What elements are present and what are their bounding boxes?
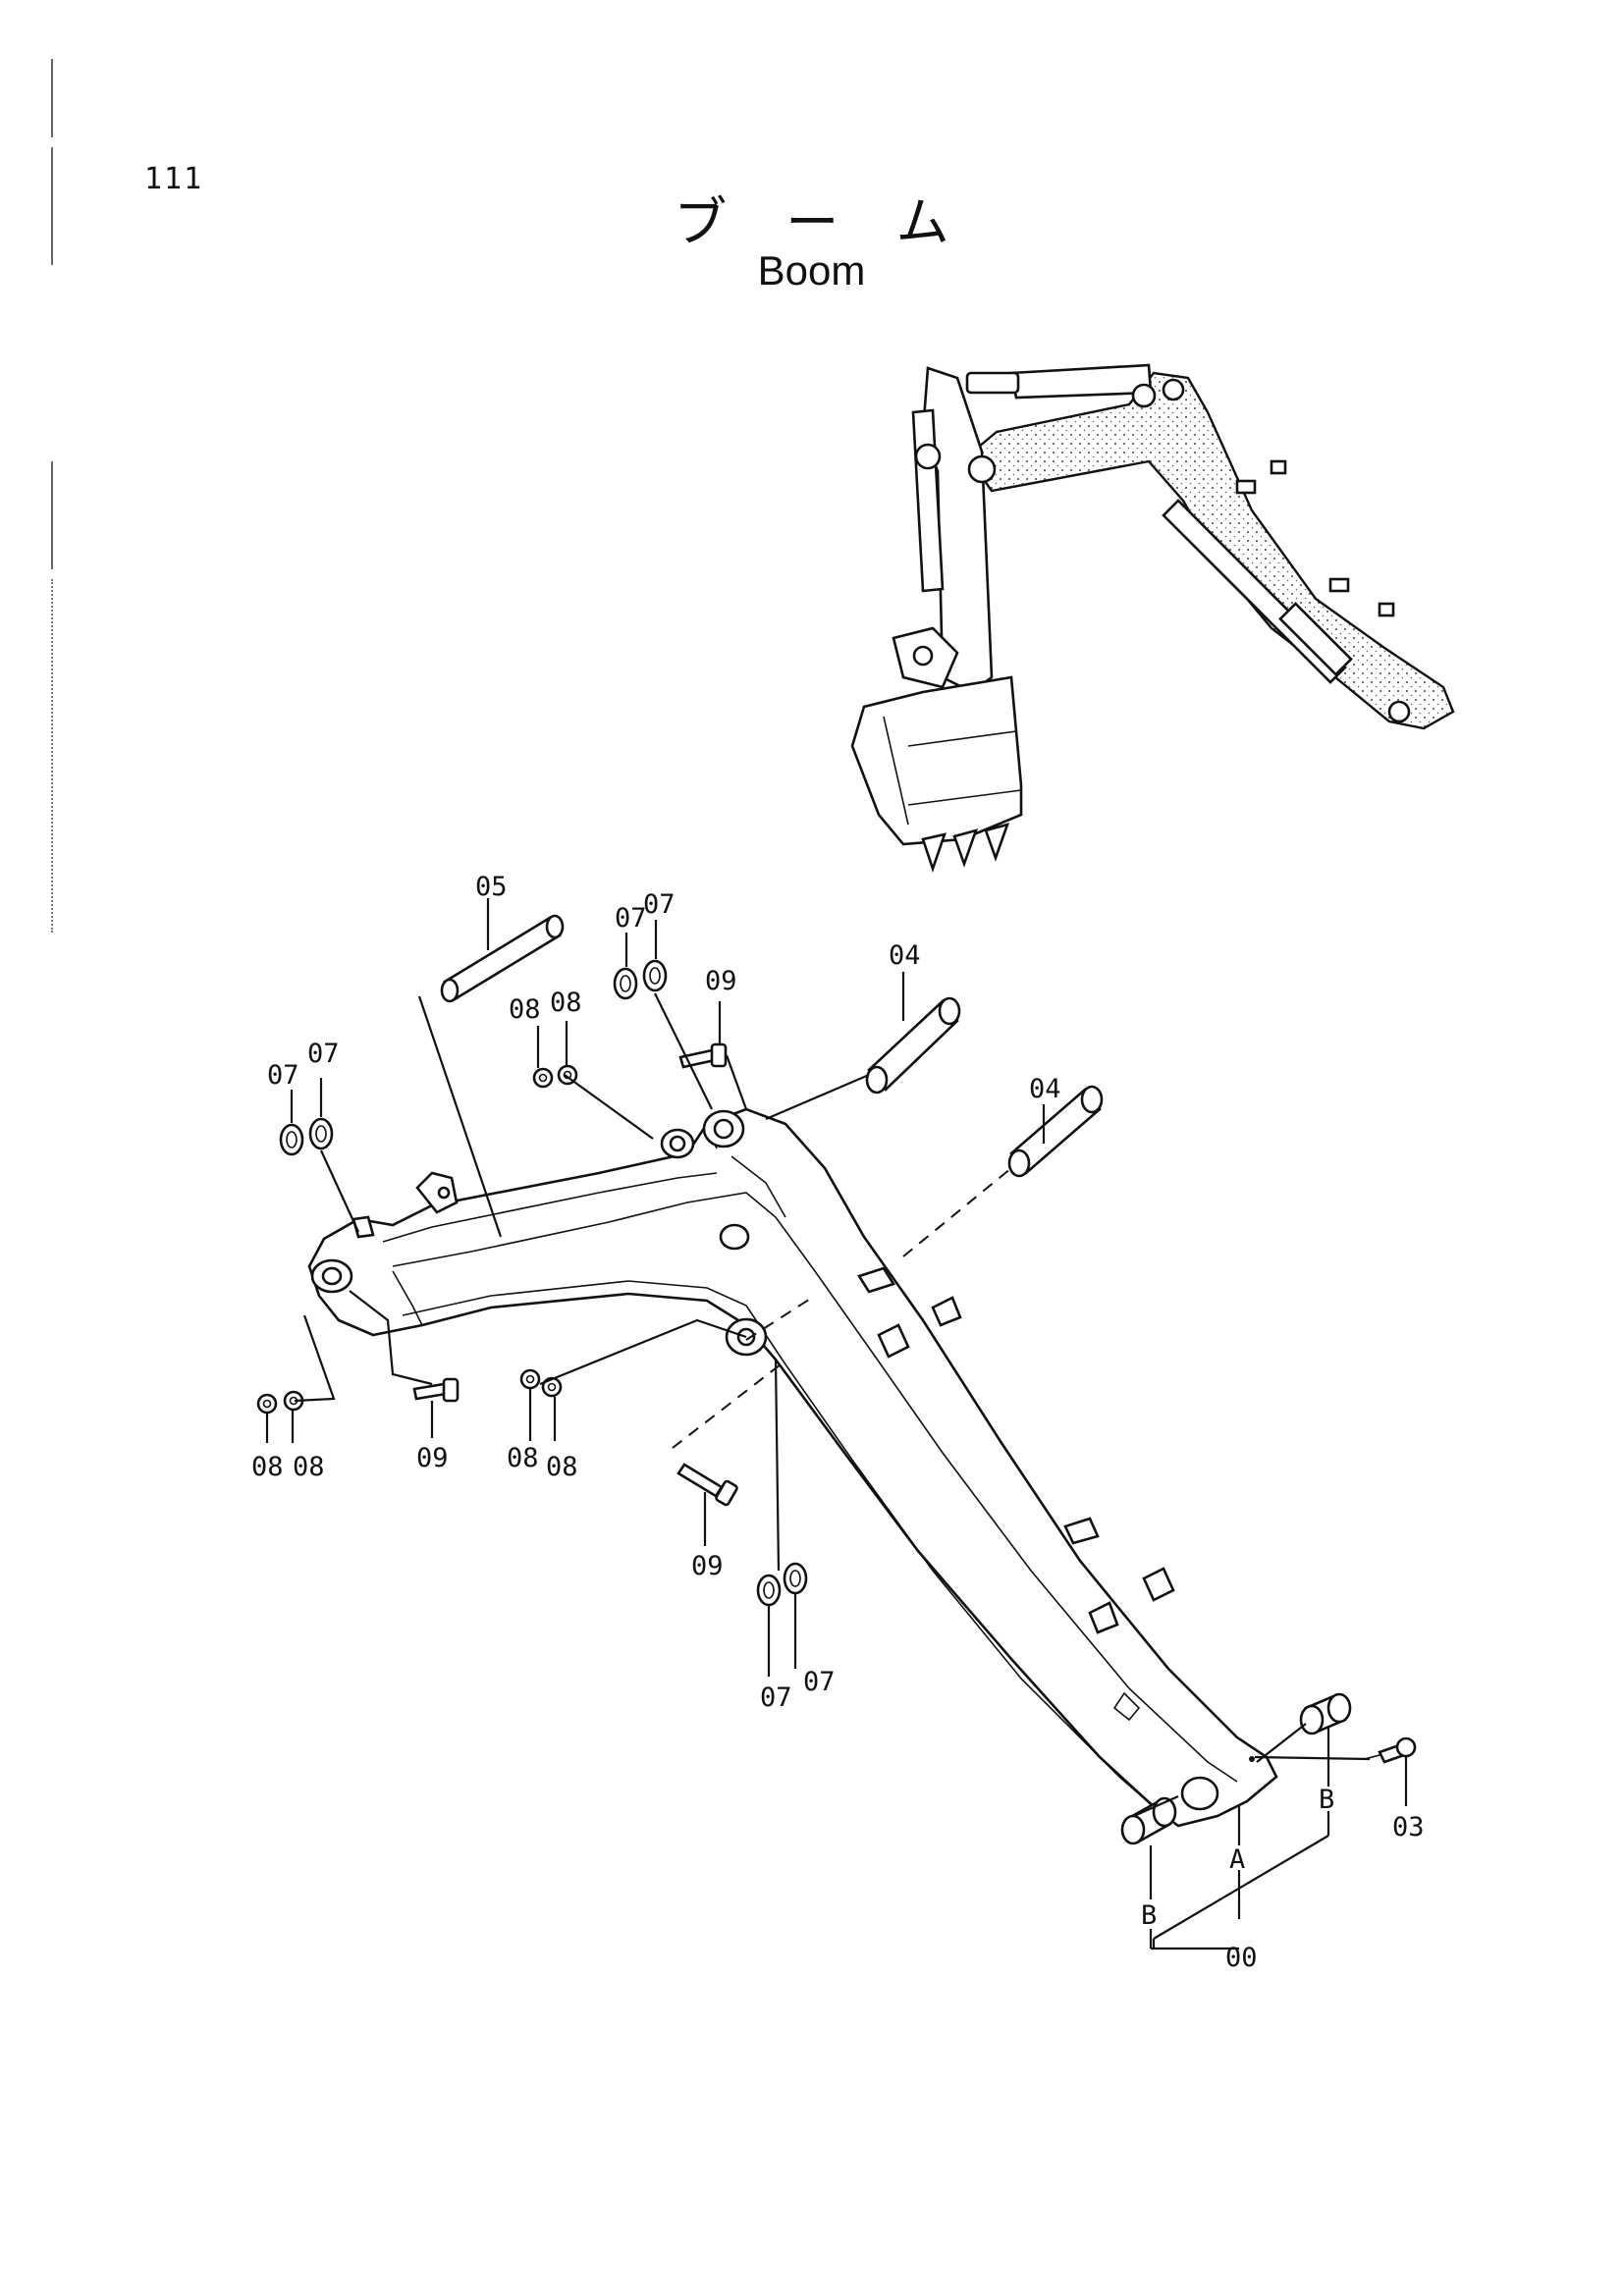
excavator-arm-overview-illustration (850, 363, 1455, 874)
margin-mark (51, 147, 53, 265)
bolt-09-top (678, 1042, 728, 1069)
bolt-09-left (412, 1377, 460, 1403)
callout-07: 07 (803, 1667, 836, 1697)
page-number: 111 (144, 162, 204, 196)
callout-04: 04 (889, 940, 921, 971)
callout-07: 07 (307, 1039, 340, 1069)
callout-08: 08 (550, 988, 582, 1018)
leader-lines (265, 898, 1408, 1950)
boom-pad (857, 1266, 895, 1294)
margin-mark (51, 59, 53, 137)
callout-09: 09 (691, 1551, 724, 1581)
washers-07-left (279, 1117, 334, 1156)
boom-tip-boss (1180, 1776, 1219, 1811)
callout-07: 07 (615, 903, 647, 934)
page-title-japanese: ブーム (674, 191, 1008, 253)
callout-04: 04 (1029, 1074, 1061, 1104)
callout-07: 07 (760, 1682, 792, 1713)
boom-pad (877, 1323, 910, 1359)
overview-bucket (850, 675, 1023, 846)
boom-pad (1142, 1567, 1175, 1602)
nuts-08-mid (519, 1368, 563, 1398)
callout-03: 03 (1392, 1812, 1425, 1842)
callout-08: 08 (507, 1443, 539, 1473)
pin-04-lower (1007, 1085, 1104, 1178)
callout-b: B (1141, 1900, 1157, 1931)
boom-pad (931, 1296, 962, 1327)
callout-07: 07 (643, 889, 676, 920)
pin-05 (440, 914, 565, 1003)
page-title-english: Boom (757, 247, 866, 294)
washers-07-top (613, 959, 668, 1000)
bolt-09-lower (676, 1463, 738, 1507)
pin-04-upper (865, 996, 961, 1095)
callout-08: 08 (546, 1452, 578, 1482)
overview-arm-cylinder (1009, 363, 1153, 400)
boom-foot-bracket (415, 1171, 459, 1214)
callout-b: B (1319, 1785, 1334, 1815)
boom-pad (1088, 1601, 1119, 1634)
callout-labels: 05 07 07 07 07 08 08 09 04 04 08 08 09 0… (251, 872, 1425, 1973)
callout-07: 07 (267, 1060, 299, 1091)
callout-00: 00 (1225, 1943, 1258, 1973)
grease-fitting-03 (1364, 1736, 1417, 1764)
boom-exploded-view (307, 1107, 1278, 1828)
callout-09: 09 (705, 966, 737, 996)
callout-08: 08 (293, 1452, 325, 1482)
nuts-08-top (532, 1064, 578, 1089)
callout-a: A (1229, 1844, 1245, 1875)
boom-pad (1063, 1517, 1100, 1545)
bushing-b-right (1299, 1692, 1352, 1735)
nuts-08-left (256, 1390, 304, 1415)
bushing-b-left (1120, 1796, 1177, 1845)
callout-08: 08 (509, 994, 541, 1025)
margin-mark (51, 579, 53, 933)
callout-05: 05 (475, 872, 508, 902)
washers-07-lower (756, 1562, 808, 1607)
margin-mark (51, 461, 53, 569)
callout-08: 08 (251, 1452, 284, 1482)
callout-09: 09 (416, 1443, 449, 1473)
